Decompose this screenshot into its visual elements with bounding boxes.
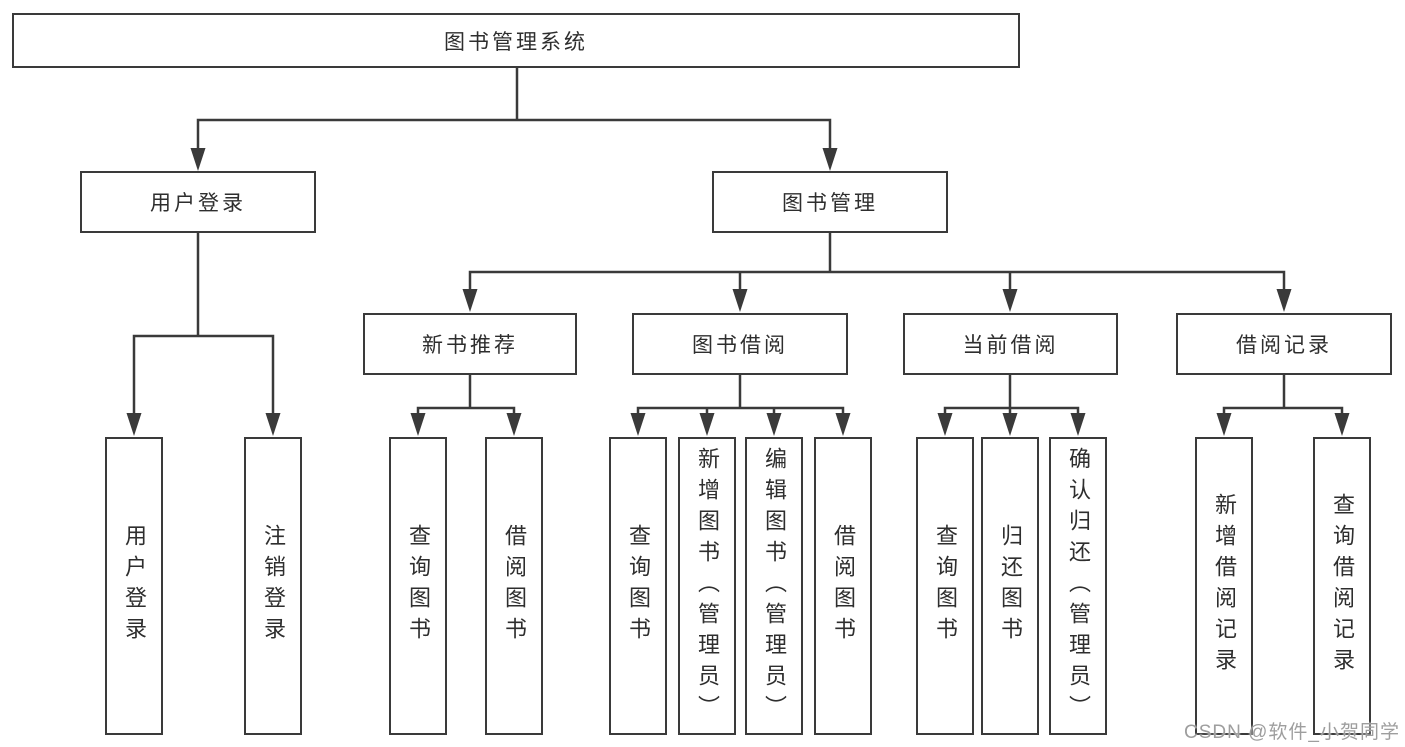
arrow-down-icon — [506, 413, 522, 436]
arrow-down-icon — [265, 413, 281, 436]
arrow-down-icon — [732, 289, 748, 312]
leaf-confirm-return-admin: 确认归还（管理员） — [1049, 437, 1107, 735]
node-borrow-records: 借阅记录 — [1176, 313, 1392, 375]
leaf-return-books: 归还图书 — [981, 437, 1039, 735]
leaf-add-borrow-record-label: 新增借阅记录 — [1212, 493, 1237, 679]
leaf-recommend-borrow-books: 借阅图书 — [485, 437, 543, 735]
leaf-borrow-books-label: 借阅图书 — [831, 524, 856, 648]
connector-root-branch — [196, 118, 832, 150]
arrow-down-icon — [190, 148, 206, 171]
leaf-recommend-query-books-label: 查询图书 — [406, 524, 431, 648]
leaf-borrow-query-books-label: 查询图书 — [626, 524, 651, 648]
arrow-down-icon — [1002, 289, 1018, 312]
arrow-down-icon — [699, 413, 715, 436]
node-root-label: 图书管理系统 — [444, 30, 588, 54]
node-book-management-label: 图书管理 — [782, 192, 878, 215]
node-book-management: 图书管理 — [712, 171, 948, 233]
arrow-down-icon — [822, 148, 838, 171]
watermark: CSDN @软件_小贺同学 — [1184, 722, 1400, 743]
connector-records-branch — [1222, 406, 1344, 414]
arrow-down-icon — [462, 289, 478, 312]
leaf-current-query-books-label: 查询图书 — [933, 524, 958, 648]
arrow-down-icon — [410, 413, 426, 436]
arrow-down-icon — [835, 413, 851, 436]
arrow-down-icon — [766, 413, 782, 436]
node-user-login-label: 用户登录 — [150, 192, 246, 215]
connector-recommend-branch — [416, 406, 516, 414]
node-user-login: 用户登录 — [80, 171, 316, 233]
leaf-logout-label: 注销登录 — [261, 524, 286, 648]
leaf-return-books-label: 归还图书 — [998, 524, 1023, 648]
node-current-borrow: 当前借阅 — [903, 313, 1118, 375]
leaf-recommend-borrow-books-label: 借阅图书 — [502, 524, 527, 648]
connector-current-branch — [943, 406, 1080, 414]
arrow-down-icon — [1334, 413, 1350, 436]
arrow-down-icon — [1276, 289, 1292, 312]
leaf-add-books-admin-label: 新增图书（管理员） — [695, 446, 720, 726]
arrow-down-icon — [1216, 413, 1232, 436]
leaf-user-login: 用户登录 — [105, 437, 163, 735]
leaf-user-login-label: 用户登录 — [122, 524, 147, 648]
node-new-book-recommend: 新书推荐 — [363, 313, 577, 375]
connector-borrow-branch — [636, 406, 845, 414]
arrow-down-icon — [1070, 413, 1086, 436]
arrow-down-icon — [937, 413, 953, 436]
leaf-query-borrow-record: 查询借阅记录 — [1313, 437, 1371, 735]
leaf-logout: 注销登录 — [244, 437, 302, 735]
arrow-down-icon — [126, 413, 142, 436]
node-book-borrow: 图书借阅 — [632, 313, 848, 375]
leaf-edit-books-admin: 编辑图书（管理员） — [745, 437, 803, 735]
node-current-borrow-label: 当前借阅 — [962, 334, 1059, 357]
leaf-add-books-admin: 新增图书（管理员） — [678, 437, 736, 735]
node-root: 图书管理系统 — [12, 13, 1020, 68]
node-new-book-recommend-label: 新书推荐 — [422, 334, 518, 357]
connector-mgmt-branch — [468, 270, 1286, 290]
leaf-borrow-query-books: 查询图书 — [609, 437, 667, 735]
leaf-add-borrow-record: 新增借阅记录 — [1195, 437, 1253, 735]
connector-login-branch — [132, 334, 275, 414]
arrow-down-icon — [1002, 413, 1018, 436]
node-borrow-records-label: 借阅记录 — [1236, 334, 1332, 357]
leaf-current-query-books: 查询图书 — [916, 437, 974, 735]
node-book-borrow-label: 图书借阅 — [692, 334, 788, 357]
leaf-query-borrow-record-label: 查询借阅记录 — [1330, 493, 1355, 679]
leaf-confirm-return-admin-label: 确认归还（管理员） — [1066, 446, 1091, 726]
arrow-down-icon — [630, 413, 646, 436]
leaf-recommend-query-books: 查询图书 — [389, 437, 447, 735]
leaf-borrow-books: 借阅图书 — [814, 437, 872, 735]
leaf-edit-books-admin-label: 编辑图书（管理员） — [762, 446, 787, 726]
